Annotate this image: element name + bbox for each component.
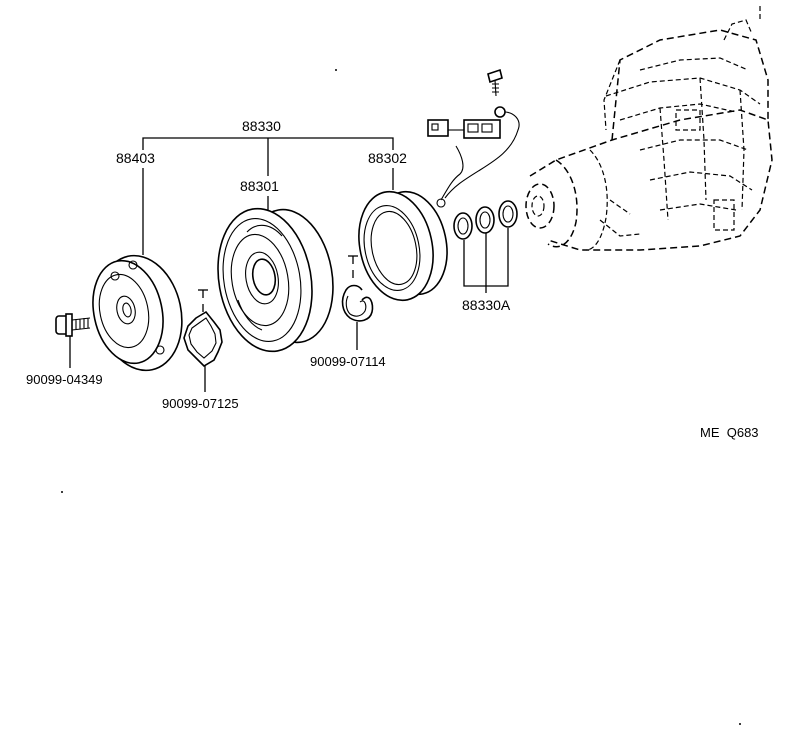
label-bolt: 90099-04349 <box>26 372 103 387</box>
scan-specks <box>61 69 741 725</box>
bolt <box>55 313 91 337</box>
rotor-pulley <box>217 207 334 353</box>
compressor-phantom <box>525 6 773 251</box>
leader-lines <box>69 137 509 392</box>
snap-ring-plate <box>183 310 223 368</box>
snap-ring-stator <box>341 284 374 322</box>
shims <box>453 200 518 240</box>
label-shims: 88330A <box>462 297 511 313</box>
label-stator: 88302 <box>368 150 407 166</box>
label-pressure-plate: 88403 <box>116 150 155 166</box>
pressure-plate <box>92 254 183 372</box>
label-assembly: 88330 <box>242 118 281 134</box>
stator-coil <box>358 68 520 302</box>
label-snap-ring-plate: 90099-07125 <box>162 396 239 411</box>
label-rotor: 88301 <box>240 178 279 194</box>
label-snap-ring-stator: 90099-07114 <box>310 354 386 369</box>
diagram-code: ME Q683 <box>700 425 759 440</box>
